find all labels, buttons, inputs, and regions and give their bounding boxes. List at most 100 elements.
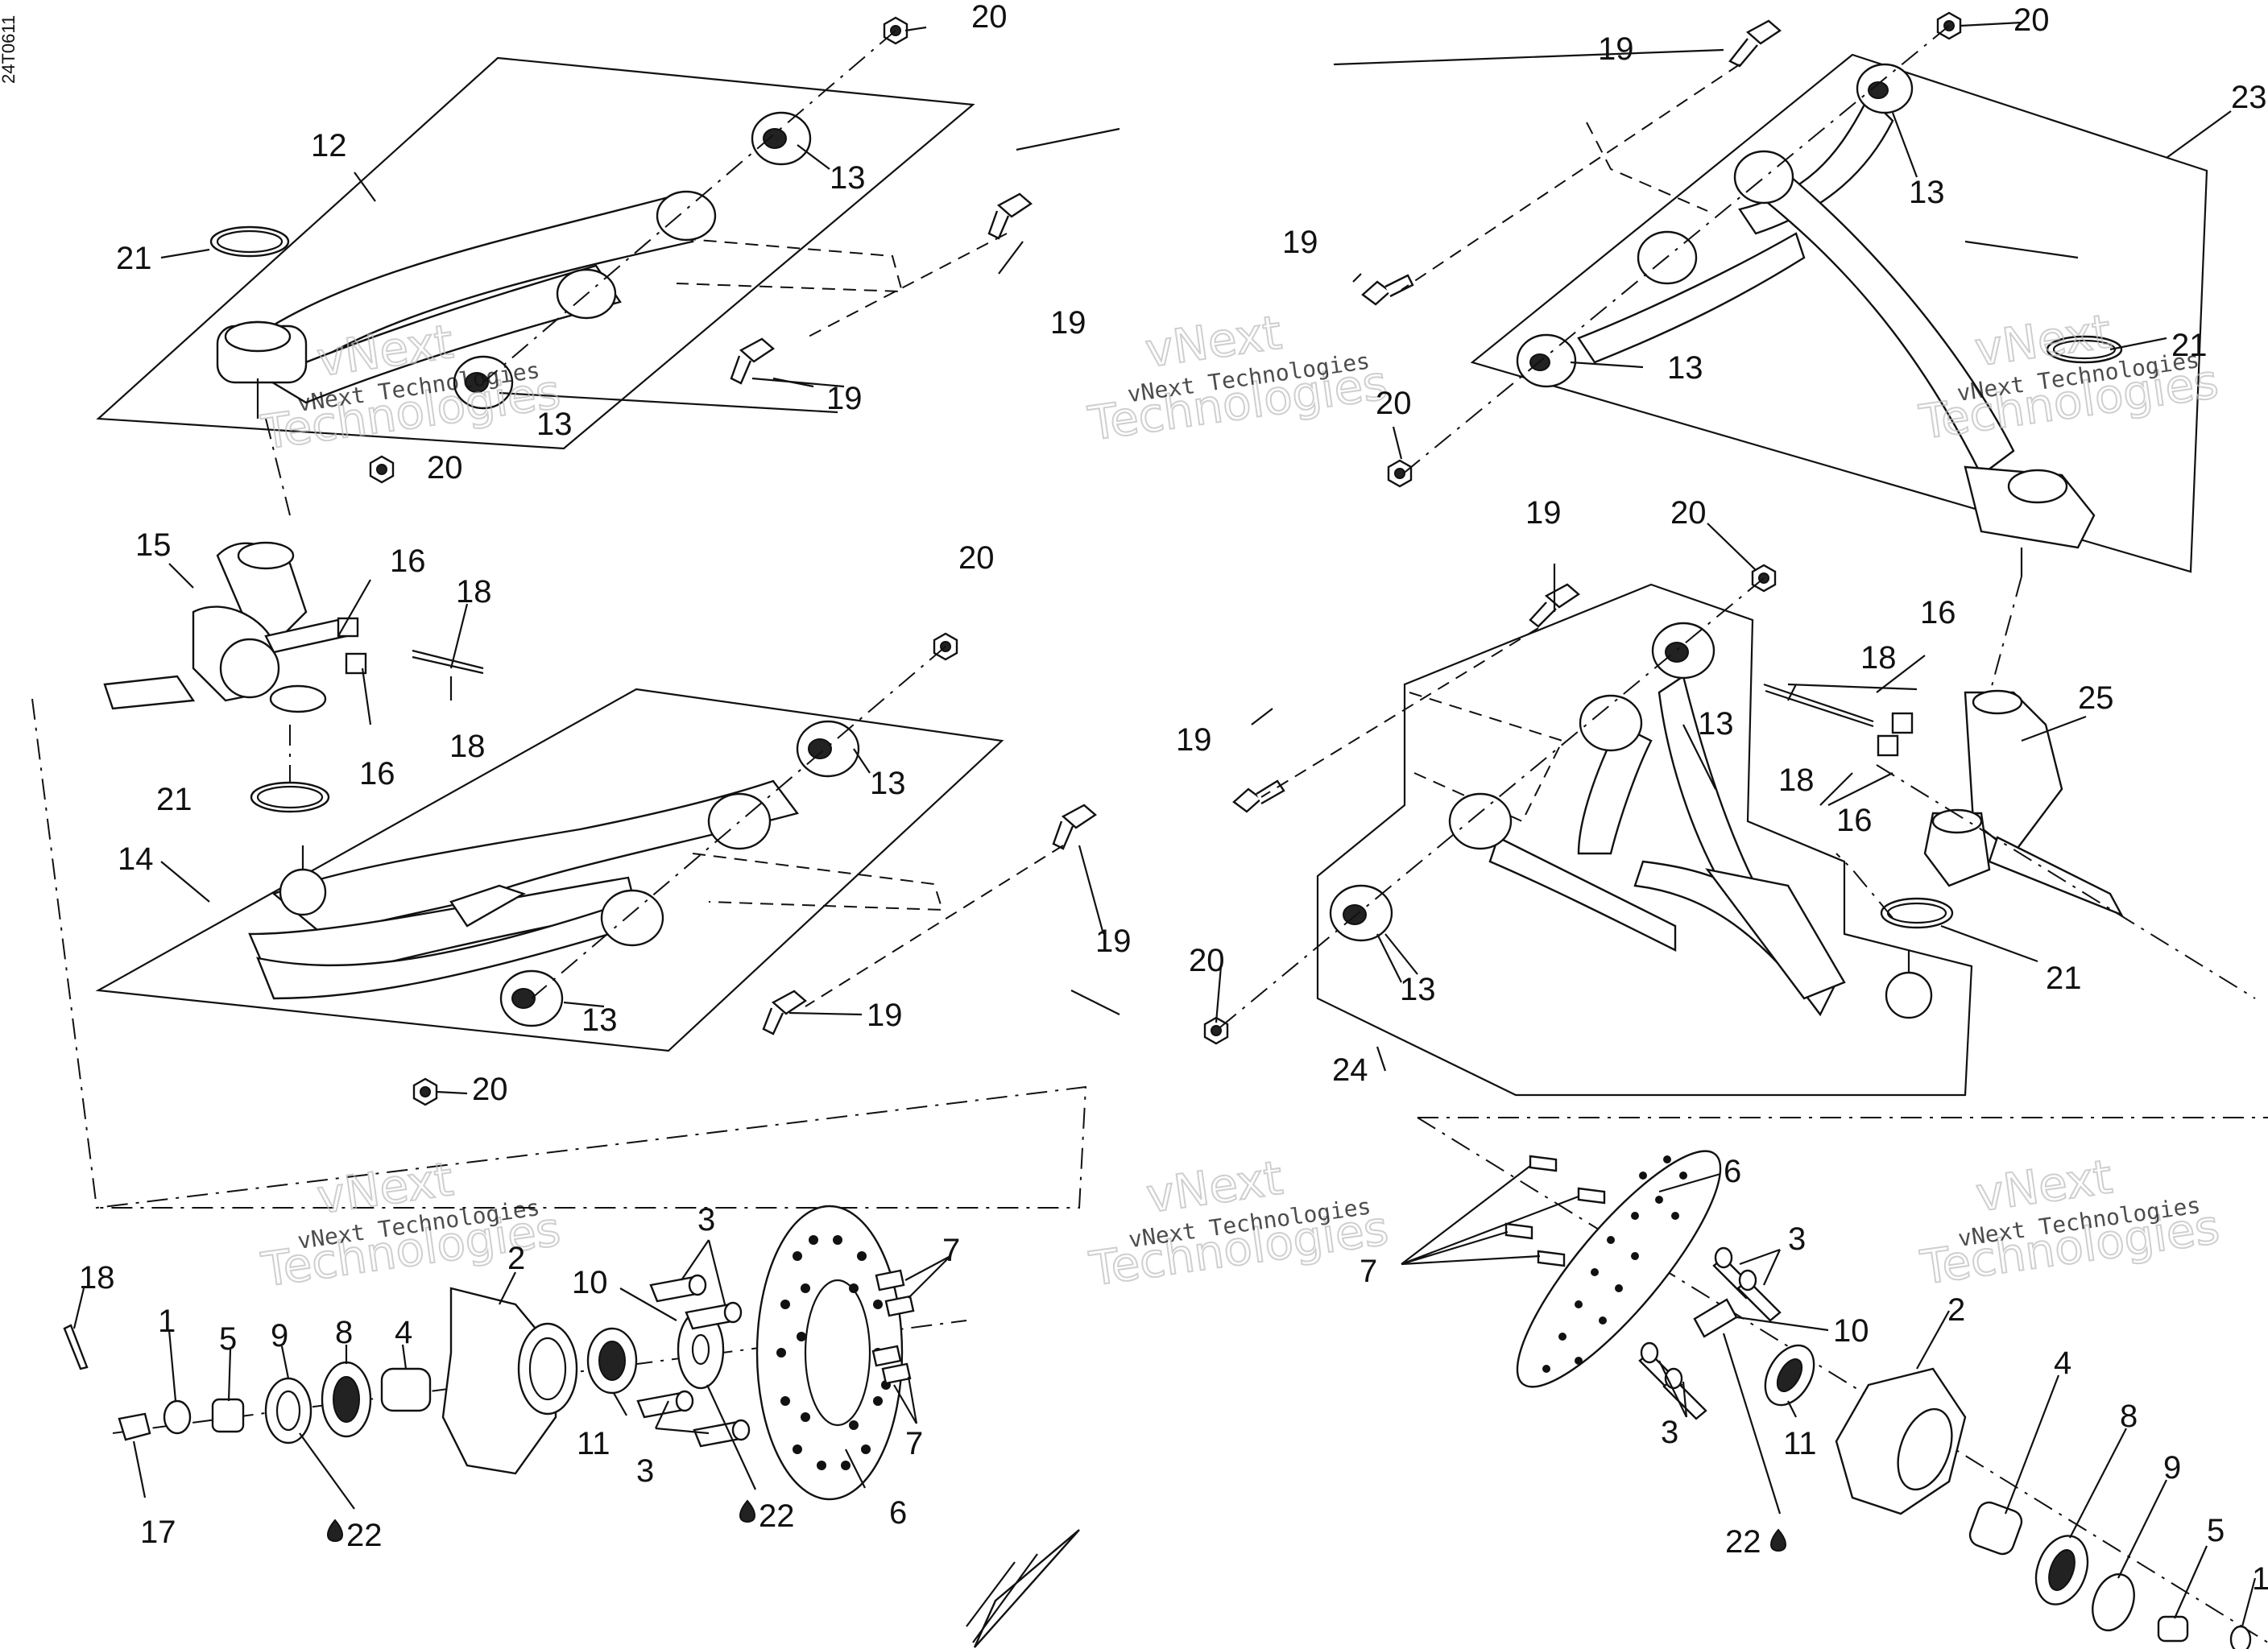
bolt-19 xyxy=(1052,804,1097,850)
watermark: vNext Technologies vNext Technologies xyxy=(1085,1150,1392,1298)
nut-20 xyxy=(1203,1016,1229,1045)
callout-19: 19 xyxy=(826,381,863,416)
callout-6: 6 xyxy=(1724,1154,1741,1189)
callout-18: 18 xyxy=(79,1260,115,1296)
bolt-19 xyxy=(1361,274,1414,306)
callout-12: 12 xyxy=(311,128,347,163)
callout-16: 16 xyxy=(1836,803,1873,838)
callout-7: 7 xyxy=(1360,1254,1377,1289)
callout-19: 19 xyxy=(1525,495,1562,531)
callout-20: 20 xyxy=(958,540,995,576)
callout-14: 14 xyxy=(118,841,154,877)
nut-20 xyxy=(1387,459,1413,488)
callout-22: 22 xyxy=(346,1518,383,1553)
callout-5: 5 xyxy=(219,1321,237,1357)
lower-a-arm-left-group xyxy=(31,632,1097,1209)
upper-a-arm-left-group xyxy=(96,16,1033,484)
screw-7 xyxy=(1537,1250,1566,1267)
callout-21: 21 xyxy=(156,782,192,817)
callout-3: 3 xyxy=(636,1453,654,1489)
callout-18: 18 xyxy=(1778,763,1815,798)
callout-9: 9 xyxy=(2163,1450,2181,1486)
callout-leaders xyxy=(72,21,2257,1627)
grease-drop-icon xyxy=(327,1519,343,1543)
callout-16: 16 xyxy=(390,543,426,579)
callout-11: 11 xyxy=(1783,1426,1817,1461)
callout-20: 20 xyxy=(2013,2,2050,38)
callout-19: 19 xyxy=(1095,924,1132,959)
callout-19: 19 xyxy=(1176,722,1212,758)
callout-5: 5 xyxy=(2207,1513,2225,1548)
callout-13: 13 xyxy=(536,407,573,442)
callout-10: 10 xyxy=(572,1265,608,1300)
screw-7 xyxy=(881,1362,912,1385)
callout-25: 25 xyxy=(2078,680,2114,716)
hub-assembly-left-group xyxy=(63,1205,967,1543)
callout-18: 18 xyxy=(456,574,492,610)
bolt-19 xyxy=(1728,19,1782,68)
callout-8: 8 xyxy=(335,1315,353,1350)
callout-18: 18 xyxy=(1860,640,1897,676)
callout-16: 16 xyxy=(359,756,395,791)
callout-13: 13 xyxy=(1667,350,1703,386)
callout-13: 13 xyxy=(1698,706,1734,742)
callout-labels: 20 19 20 23 12 13 13 19 21 19 13 21 13 1… xyxy=(79,0,2268,1597)
o-ring-21 xyxy=(250,781,330,813)
callout-24: 24 xyxy=(1332,1052,1368,1088)
callout-4: 4 xyxy=(395,1315,412,1350)
upper-a-arm-right-group xyxy=(1361,11,2208,725)
callout-10: 10 xyxy=(1833,1313,1869,1349)
callout-20: 20 xyxy=(1189,943,1225,978)
callout-20: 20 xyxy=(1670,495,1707,531)
watermark: vNext Technologies vNext Technologies xyxy=(1916,1148,2223,1296)
screw-7 xyxy=(871,1345,902,1367)
watermark: vNext Technologies vNext Technologies xyxy=(1084,304,1391,453)
direction-arrow-icon xyxy=(966,1529,1080,1648)
callout-11: 11 xyxy=(577,1426,610,1461)
screw-7 xyxy=(875,1269,905,1292)
screw-7 xyxy=(1529,1155,1558,1172)
callout-13: 13 xyxy=(830,160,866,196)
callout-20: 20 xyxy=(971,0,1008,35)
callout-3: 3 xyxy=(1788,1221,1806,1257)
callout-8: 8 xyxy=(2120,1399,2138,1434)
bolt-19 xyxy=(762,990,807,1035)
callout-22: 22 xyxy=(759,1498,795,1534)
callout-13: 13 xyxy=(870,766,906,801)
ball-joint xyxy=(1885,971,1933,1019)
castle-nut-16 xyxy=(337,617,367,675)
callout-19: 19 xyxy=(1598,31,1634,67)
callout-17: 17 xyxy=(140,1515,176,1550)
callout-9: 9 xyxy=(271,1318,288,1354)
lower-a-arm-right-group xyxy=(1203,564,1973,1097)
callout-15: 15 xyxy=(135,527,172,563)
bolt-19 xyxy=(987,192,1033,240)
screw-7 xyxy=(1577,1187,1606,1205)
steering-knuckle-left-group xyxy=(103,418,484,813)
screw-7 xyxy=(884,1295,915,1317)
callout-21: 21 xyxy=(2171,328,2208,363)
callout-6: 6 xyxy=(889,1495,907,1531)
callout-7: 7 xyxy=(942,1233,960,1268)
callout-7: 7 xyxy=(905,1426,923,1461)
callout-19: 19 xyxy=(1282,225,1318,260)
bolt-3 xyxy=(636,1390,694,1419)
callout-21: 21 xyxy=(2046,961,2082,996)
bolt-19 xyxy=(730,337,775,385)
screw-7 xyxy=(1504,1222,1533,1240)
brake-disc-6 xyxy=(755,1205,904,1501)
ball-joint xyxy=(279,868,327,916)
castle-nut-16 xyxy=(1877,712,1914,757)
callout-1: 1 xyxy=(2252,1561,2268,1597)
callout-4: 4 xyxy=(2054,1345,2071,1381)
grease-drop-icon xyxy=(739,1499,755,1523)
bushing-13 xyxy=(656,190,717,242)
drawing-code: 24T0611 xyxy=(0,15,19,84)
callout-23: 23 xyxy=(2231,80,2267,115)
grease-drop-icon xyxy=(1770,1528,1786,1552)
nut-20 xyxy=(412,1077,438,1106)
nut-20 xyxy=(369,455,395,484)
callout-16: 16 xyxy=(1920,595,1956,630)
steering-knuckle-right-group xyxy=(1763,683,2256,999)
bolt-3 xyxy=(649,1274,707,1303)
